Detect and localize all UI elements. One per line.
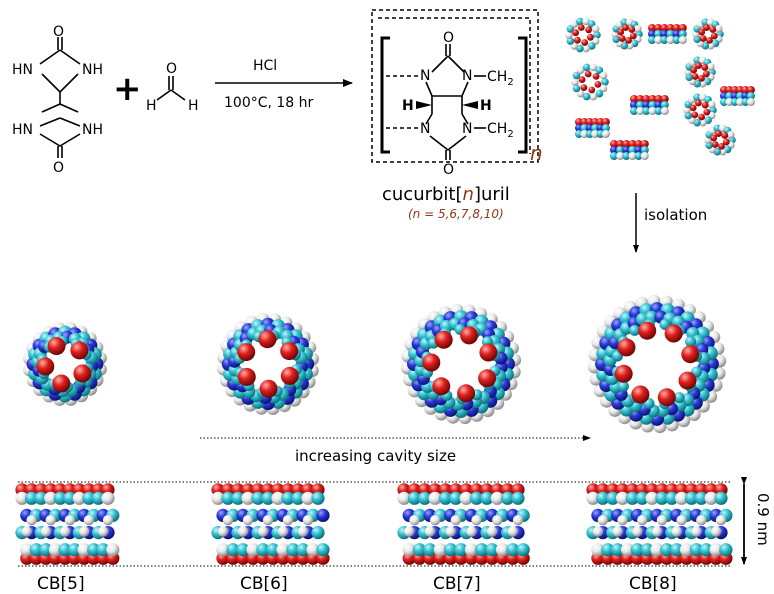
monomer-oxygen-bottom: O bbox=[443, 162, 454, 178]
side-view bbox=[211, 483, 330, 565]
top-views bbox=[23, 294, 727, 434]
monomer-n1: N bbox=[420, 68, 430, 84]
repeat-index: n bbox=[530, 141, 543, 165]
cavity-label: increasing cavity size bbox=[295, 447, 456, 465]
side-view bbox=[586, 483, 733, 565]
isolation-arrow: isolation bbox=[633, 193, 707, 253]
glycoluril-nh-bottom-left: HN bbox=[12, 122, 33, 138]
glycoluril-nh-top-right: NH bbox=[82, 62, 103, 78]
label-cb5: CB[5] bbox=[37, 574, 85, 594]
monomer-hydrogen-left: H bbox=[402, 98, 414, 114]
product-name: cucurbit[n]uril bbox=[382, 184, 510, 205]
mixture-side-molecule bbox=[630, 95, 669, 115]
cb5-top-view bbox=[23, 322, 107, 406]
monomer-n3: N bbox=[420, 121, 430, 137]
mixture-top-molecule bbox=[565, 17, 601, 53]
glycoluril-structure: O HN NH HN NH O bbox=[12, 24, 103, 176]
label-cb8: CB[8] bbox=[629, 574, 677, 594]
mixture-side-molecule bbox=[610, 140, 649, 160]
side-view bbox=[397, 483, 530, 565]
mixture-top-molecule bbox=[692, 18, 724, 50]
mixture-top-molecule bbox=[704, 124, 736, 156]
glycoluril-oxygen-bottom: O bbox=[53, 160, 64, 176]
mixture-side-molecule bbox=[720, 86, 755, 106]
cucurbituril-monomer: O N N H H N N O CH2 CH2 n bbox=[371, 9, 543, 178]
cb7-top-view bbox=[400, 303, 522, 425]
glycoluril-oxygen-top: O bbox=[53, 24, 64, 40]
cb6-top-view bbox=[217, 313, 319, 415]
cb8-top-view bbox=[587, 294, 727, 434]
monomer-ch2-top: CH2 bbox=[487, 69, 514, 88]
monomer-oxygen-top: O bbox=[443, 30, 454, 46]
height-guide: 0.9 nm bbox=[18, 477, 772, 567]
formaldehyde-hydrogen-left: H bbox=[146, 98, 157, 114]
formaldehyde-oxygen: O bbox=[166, 61, 177, 77]
side-view bbox=[15, 483, 120, 565]
reagent-label: HCl bbox=[253, 58, 277, 74]
monomer-ch2-bottom: CH2 bbox=[487, 121, 514, 140]
mixture-side-molecule bbox=[648, 24, 687, 44]
n-values-note: (n = 5,6,7,8,10) bbox=[408, 207, 504, 221]
glycoluril-nh-bottom-right: NH bbox=[82, 122, 103, 138]
mixture-top-molecule bbox=[683, 93, 717, 127]
mixture-top-molecule bbox=[611, 18, 643, 50]
side-views bbox=[15, 483, 733, 565]
label-cb6: CB[6] bbox=[240, 574, 288, 594]
monomer-n2: N bbox=[462, 68, 472, 84]
monomer-hydrogen-right: H bbox=[480, 98, 492, 114]
crude-mixture-cluster bbox=[565, 17, 755, 160]
cavity-size-arrow: increasing cavity size bbox=[200, 435, 591, 465]
monomer-n4: N bbox=[462, 121, 472, 137]
plus-sign: + bbox=[113, 69, 142, 109]
formaldehyde-structure: O H H bbox=[146, 61, 199, 114]
reaction-arrow: HCl 100°C, 18 hr bbox=[215, 58, 353, 111]
mixture-top-molecule bbox=[571, 63, 609, 101]
label-cb7: CB[7] bbox=[433, 574, 481, 594]
isolation-label: isolation bbox=[644, 206, 707, 224]
homologue-labels: CB[5] CB[6] CB[7] CB[8] bbox=[37, 574, 677, 594]
conditions-label: 100°C, 18 hr bbox=[224, 95, 314, 111]
formaldehyde-hydrogen-right: H bbox=[188, 98, 199, 114]
mixture-side-molecule bbox=[575, 118, 610, 138]
mixture-top-molecule bbox=[684, 56, 716, 88]
glycoluril-nh-top-left: HN bbox=[12, 62, 33, 78]
height-label: 0.9 nm bbox=[754, 493, 772, 546]
